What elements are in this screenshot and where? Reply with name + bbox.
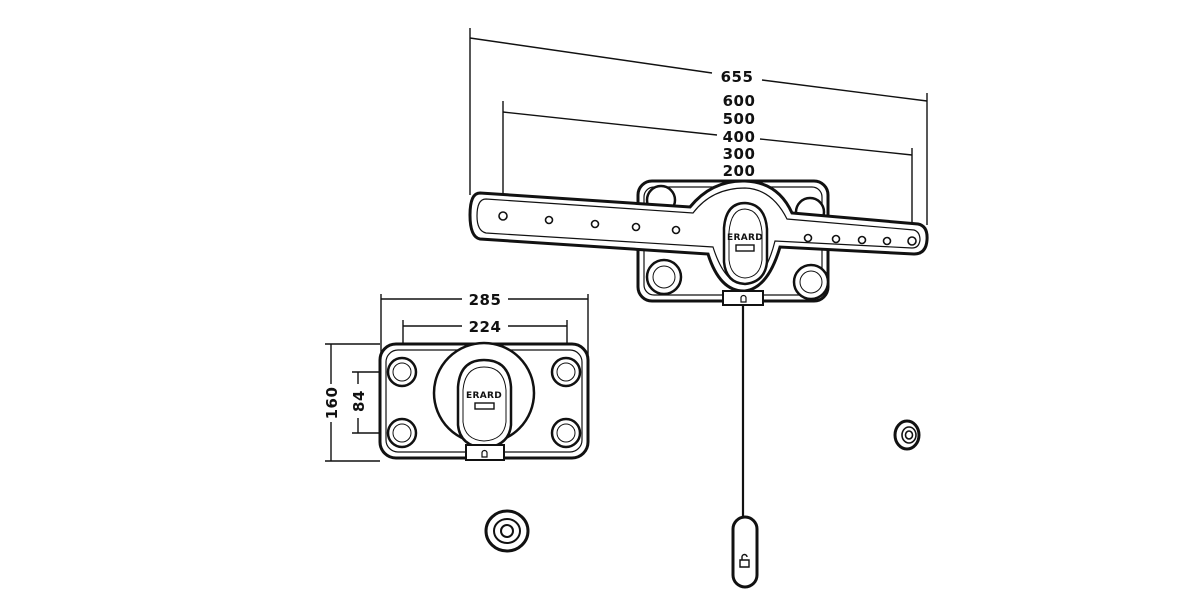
plate-hole-bottom-left xyxy=(645,258,683,296)
plate-hole-top-left xyxy=(386,356,418,388)
front-plate-lock-tab xyxy=(465,444,505,461)
dim-600: 600 xyxy=(723,92,756,110)
front-plate-hub: ERARD xyxy=(432,341,536,450)
washer-large xyxy=(484,509,530,553)
plate-hole-bottom-right xyxy=(550,417,582,449)
arm-lock-tab xyxy=(722,290,764,306)
plate-hole-top-right xyxy=(550,356,582,388)
plate-hole-bottom-left xyxy=(386,417,418,449)
dim-300: 300 xyxy=(723,145,756,163)
logo-slot-plate xyxy=(474,402,495,410)
dim-160: 160 xyxy=(323,387,341,420)
dim-655: 655 xyxy=(721,68,754,86)
arm-hole xyxy=(631,222,641,232)
dim-285: 285 xyxy=(469,291,502,309)
arm-hole xyxy=(590,219,600,229)
arm-hole xyxy=(907,236,917,246)
dim-400: 400 xyxy=(723,128,756,146)
arm-hole xyxy=(831,234,841,244)
logo-slot-arm xyxy=(735,244,755,252)
arm-holes xyxy=(498,211,917,246)
arm-hole xyxy=(671,225,681,235)
pull-handle xyxy=(731,515,759,589)
arm-hole xyxy=(544,215,554,225)
arm-hole xyxy=(882,236,892,246)
plate-hole-bottom-right xyxy=(792,263,830,301)
arm-hole xyxy=(803,233,813,243)
plate-dimension-labels: 285 224 160 84 xyxy=(323,291,501,419)
dim-84: 84 xyxy=(350,390,368,412)
arm-dimension-lines xyxy=(469,28,928,232)
dim-500: 500 xyxy=(723,110,756,128)
dim-224: 224 xyxy=(469,318,502,336)
lock-icon xyxy=(739,553,750,568)
plate-dimension-lines xyxy=(325,294,589,462)
mounting-arm xyxy=(468,179,929,293)
brand-label-plate: ERARD xyxy=(466,391,502,401)
washer-small xyxy=(893,419,921,451)
dim-200: 200 xyxy=(723,162,756,180)
arm-dimension-labels: 655 600 500 400 300 200 xyxy=(721,68,756,180)
arm-hole xyxy=(498,211,508,221)
brand-label-arm: ERARD xyxy=(727,233,763,243)
arm-hub: ERARD xyxy=(722,201,769,286)
arm-hole xyxy=(857,235,867,245)
